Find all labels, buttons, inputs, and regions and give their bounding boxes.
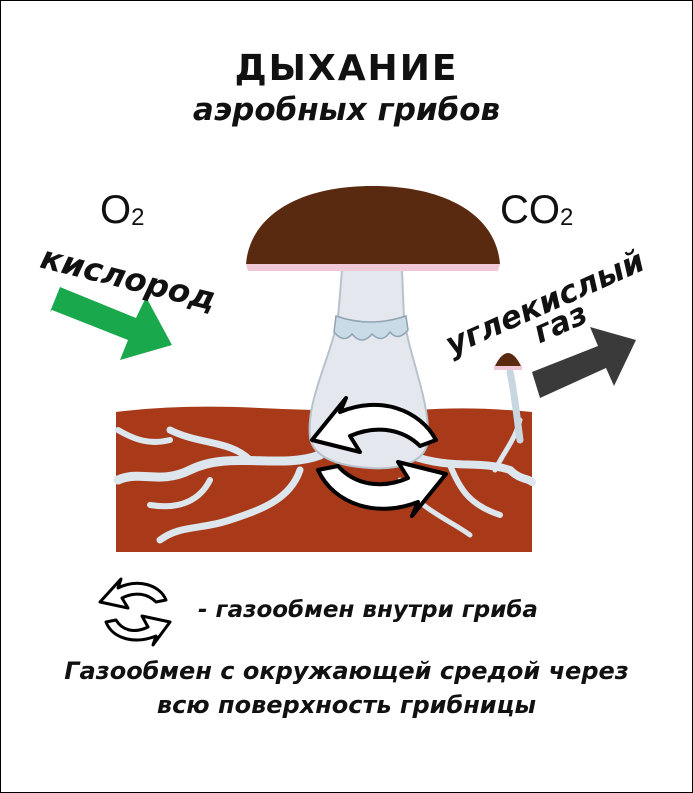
- caption-line2: всю поверхность грибницы: [156, 691, 537, 719]
- title-main: ДЫХАНИЕ: [234, 48, 459, 89]
- carbon-dioxide-arrow: [532, 327, 636, 398]
- gas-exchange-icon-large: [310, 396, 448, 518]
- mushroom-cap: [246, 186, 500, 264]
- oxygen-formula: O2: [100, 188, 145, 232]
- gas-exchange-cycle-icon: [98, 577, 172, 647]
- oxygen-arrow: [50, 287, 172, 360]
- caption-line1: Газообмен с окружающей средой через: [64, 657, 629, 685]
- legend-text: - газообмен внутри гриба: [198, 597, 538, 623]
- carbon-dioxide-formula: CO2: [500, 188, 574, 232]
- small-mushroom: [494, 353, 524, 444]
- mushroom-ring: [333, 314, 409, 341]
- mushroom-cap-underside: [246, 264, 500, 271]
- title-subtitle: аэробных грибов: [192, 92, 501, 128]
